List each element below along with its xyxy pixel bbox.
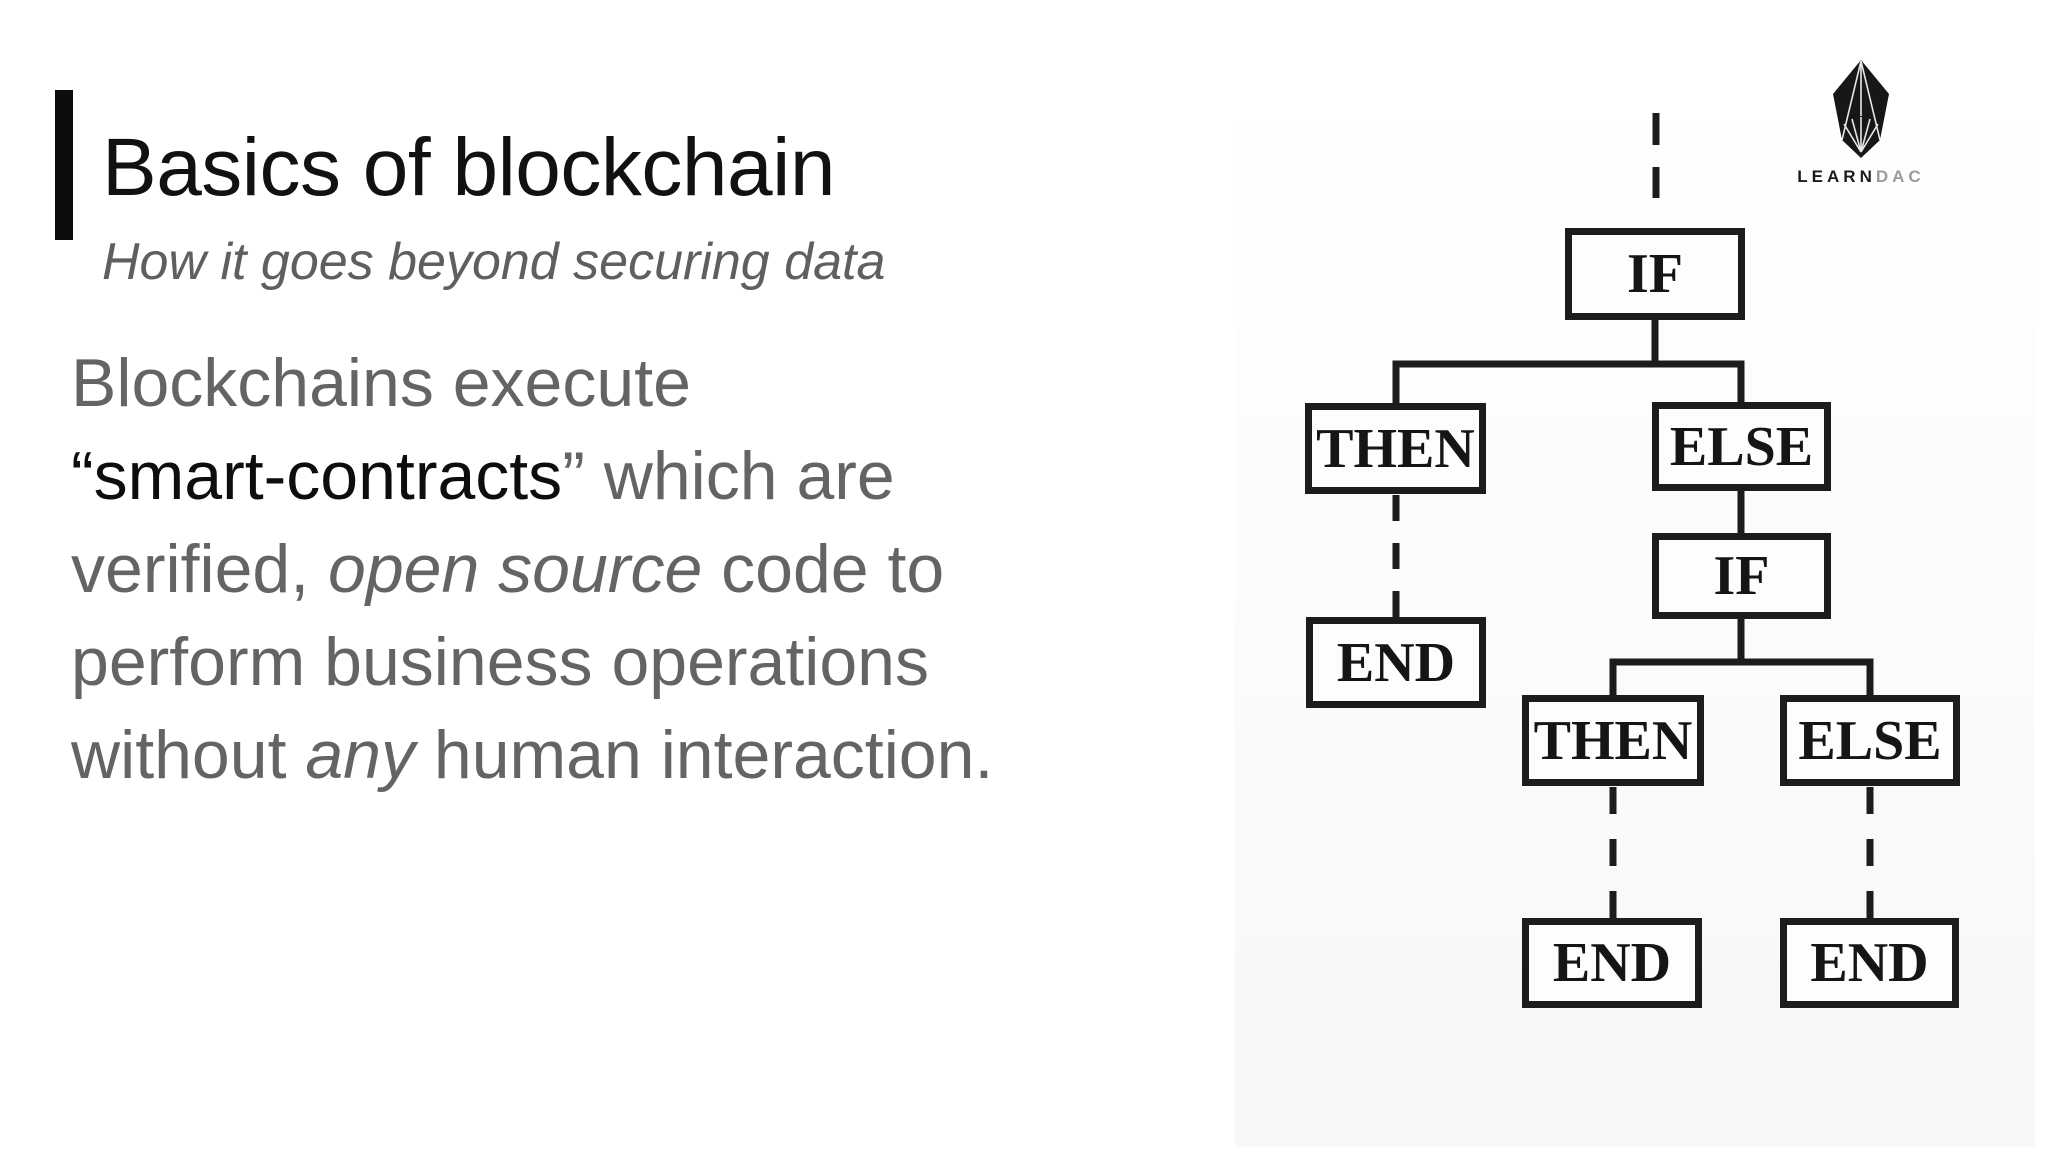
body-text-italic: open source (328, 531, 703, 607)
body-text: code to (702, 531, 945, 607)
body-line: verified, open source code to (71, 523, 1131, 616)
flow-box-then-1: THEN (1305, 403, 1486, 494)
flow-box-else-2: ELSE (1780, 695, 1960, 786)
body-text-italic: any (305, 717, 415, 793)
logo-wordmark: LEARNDAC (1797, 167, 1924, 187)
logo-text-bold: LEARN (1797, 167, 1876, 186)
flow-box-if-2: IF (1652, 533, 1831, 619)
body-line: “smart-contracts” which are (71, 430, 1131, 523)
logo-text-light: DAC (1875, 167, 1925, 186)
body-text: verified, (71, 531, 328, 607)
body-line: without any human interaction. (71, 709, 1131, 802)
title-accent-bar (55, 90, 73, 240)
body-text: without (71, 717, 306, 793)
flow-box-end-3: END (1780, 918, 1959, 1008)
body-line: Blockchains execute (71, 337, 1131, 430)
body-text: perform business operations (71, 624, 930, 700)
body-text: Blockchains execute (71, 345, 691, 421)
body-line: perform business operations (71, 616, 1131, 709)
learndac-logo: LEARNDAC (1795, 60, 1927, 187)
flow-box-else-1: ELSE (1652, 402, 1831, 491)
page-title: Basics of blockchain (102, 122, 835, 213)
body-text-highlight: “smart-contracts (71, 438, 563, 514)
flow-box-then-2: THEN (1522, 695, 1704, 786)
flow-box-end-2: END (1522, 918, 1702, 1008)
body-paragraph: Blockchains execute “smart-contracts” wh… (71, 337, 1131, 802)
flow-box-if-1: IF (1565, 228, 1745, 320)
body-text: human interaction. (415, 717, 994, 793)
page-subtitle: How it goes beyond securing data (102, 233, 886, 291)
body-text: ” which are (562, 438, 895, 514)
flow-box-end-1: END (1306, 617, 1486, 708)
eos-prism-icon (1833, 60, 1889, 158)
